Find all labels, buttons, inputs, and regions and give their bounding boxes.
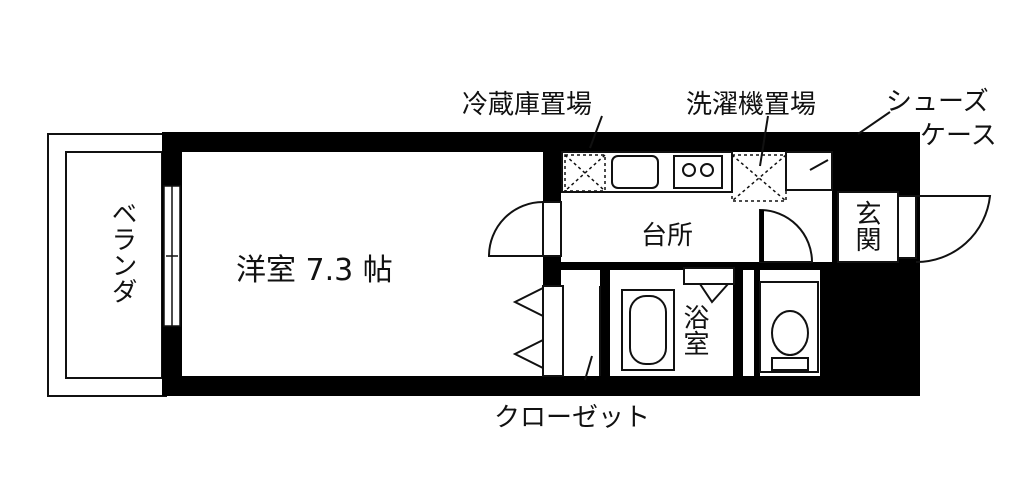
washer-space-label: 洗濯機置場 bbox=[686, 90, 816, 120]
fridge-space-label: 冷蔵庫置場 bbox=[462, 90, 592, 120]
kitchen-label: 台所 bbox=[641, 221, 693, 251]
leader-lines bbox=[584, 111, 891, 381]
bathroom-label: 浴室 bbox=[679, 304, 709, 356]
fridge-space bbox=[564, 154, 606, 192]
toilet bbox=[759, 281, 819, 373]
lavatory-door bbox=[759, 208, 814, 263]
closet bbox=[512, 285, 601, 377]
kitchen-counter bbox=[561, 151, 733, 193]
western-room-label: 洋室 7.3 帖 bbox=[236, 253, 393, 288]
washer-space bbox=[731, 154, 787, 202]
entrance-label: 玄関 bbox=[851, 200, 881, 252]
veranda-label: ベランダ bbox=[107, 200, 137, 304]
veranda-area bbox=[47, 133, 167, 397]
shoe-case bbox=[785, 151, 833, 191]
shoe-case-label-line1: シューズ bbox=[886, 87, 989, 117]
veranda-window bbox=[163, 185, 181, 327]
bathroom-area bbox=[610, 267, 735, 376]
closet-label: クローゼット bbox=[494, 403, 650, 433]
room-door bbox=[487, 201, 562, 257]
shoe-case-label-line2: ケース bbox=[920, 121, 997, 151]
entrance-area bbox=[837, 191, 992, 264]
